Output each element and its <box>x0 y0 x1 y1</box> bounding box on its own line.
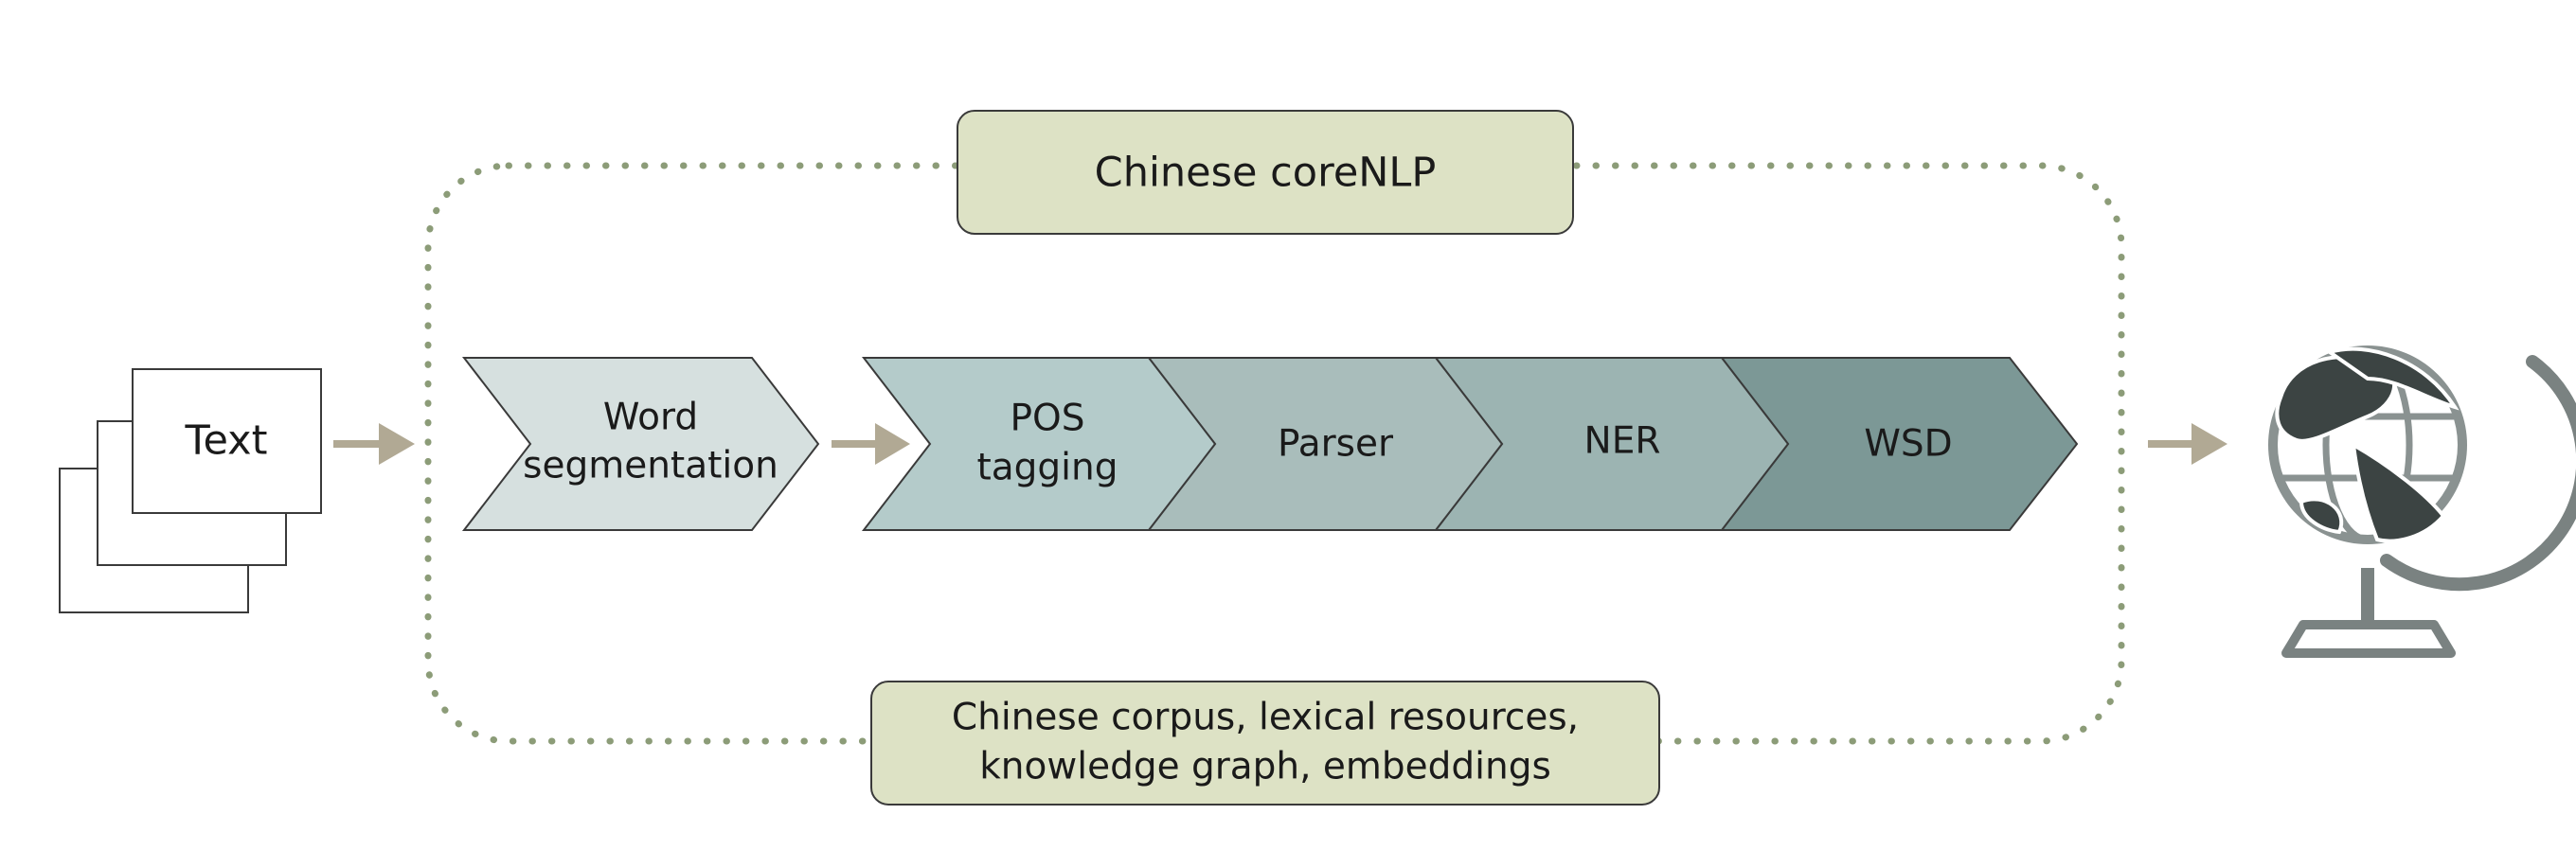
resources-label-line1: Chinese corpus, lexical resources, <box>952 697 1579 739</box>
corenlp-box: Chinese coreNLP <box>957 110 1574 235</box>
text-documents-icon: Text <box>59 368 322 613</box>
corenlp-label: Chinese coreNLP <box>1095 150 1437 197</box>
step-pos-tagging: POS tagging <box>861 357 1217 531</box>
pos-tagging-label-line2: tagging <box>976 447 1118 489</box>
parser-label: Parser <box>1278 423 1394 466</box>
word-segmentation-label-line1: Word <box>603 397 698 439</box>
step-parser: Parser <box>1146 357 1504 531</box>
ner-label: NER <box>1584 420 1661 463</box>
wsd-label: WSD <box>1864 423 1952 466</box>
arrow-right-icon <box>2148 423 2227 465</box>
word-segmentation-label-line2: segmentation <box>523 445 778 487</box>
globe-icon <box>2268 345 2576 658</box>
arrow-right-icon <box>832 423 910 465</box>
corenlp-boundary <box>424 162 2125 745</box>
arrow-right-icon <box>333 423 415 465</box>
resources-label-line2: knowledge graph, embeddings <box>979 746 1551 788</box>
resources-box: Chinese corpus, lexical resources, knowl… <box>870 681 1660 806</box>
pos-tagging-label-line1: POS <box>1011 398 1085 440</box>
input-text-label: Text <box>185 417 268 465</box>
step-word-segmentation: Word segmentation <box>461 357 820 531</box>
